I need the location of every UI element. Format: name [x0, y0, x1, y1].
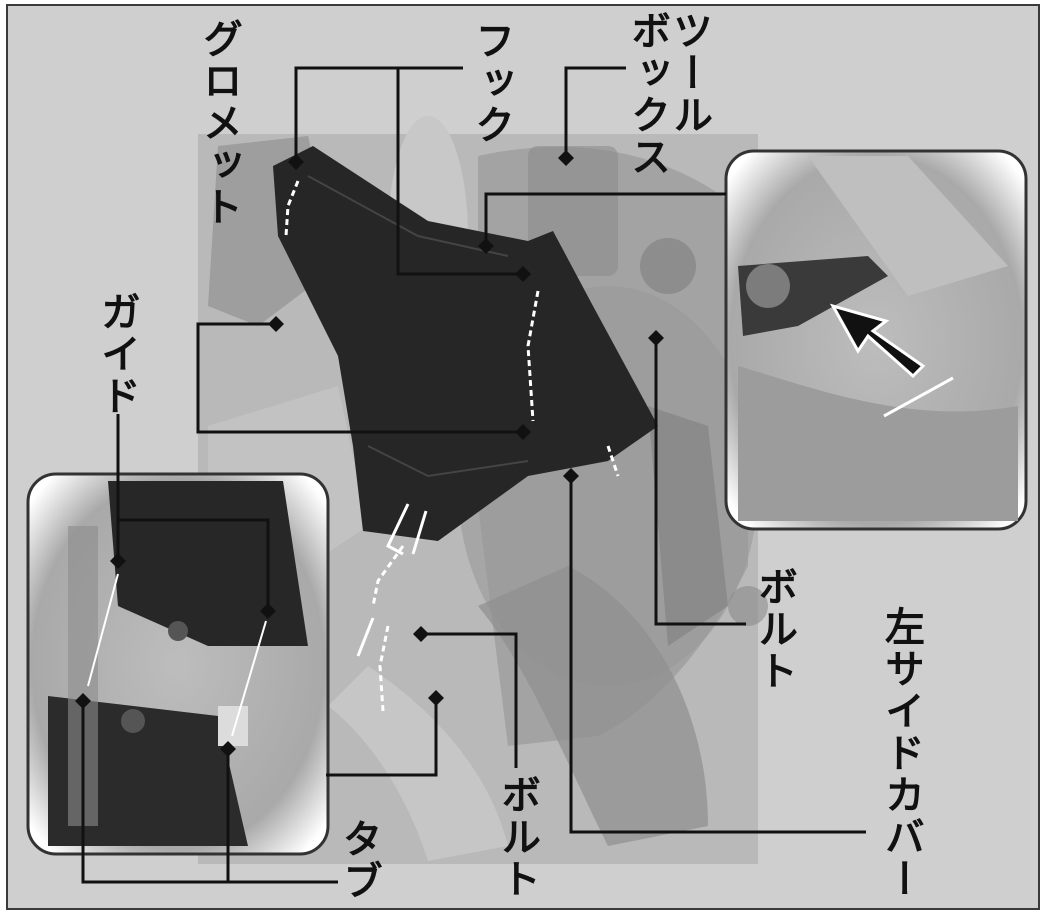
toolbox-label: ツール ボックス [626, 10, 710, 178]
diagram-frame: グロメット フック ツール ボックス ガイド ボルト ボルト 左サイドカバー タ… [6, 4, 1040, 910]
hook-label: フック [470, 20, 512, 146]
bolt-label-lower: ボルト [496, 774, 538, 900]
guide-label: ガイド [96, 291, 138, 417]
grommet-label: グロメット [198, 18, 240, 228]
bolt-label-right: ボルト [753, 566, 795, 692]
tab-detail-inset [28, 474, 328, 854]
hook-detail-inset [726, 151, 1026, 529]
left-side-cover-label: 左サイドカバー [880, 606, 922, 900]
tab-label: タブ [338, 818, 380, 902]
